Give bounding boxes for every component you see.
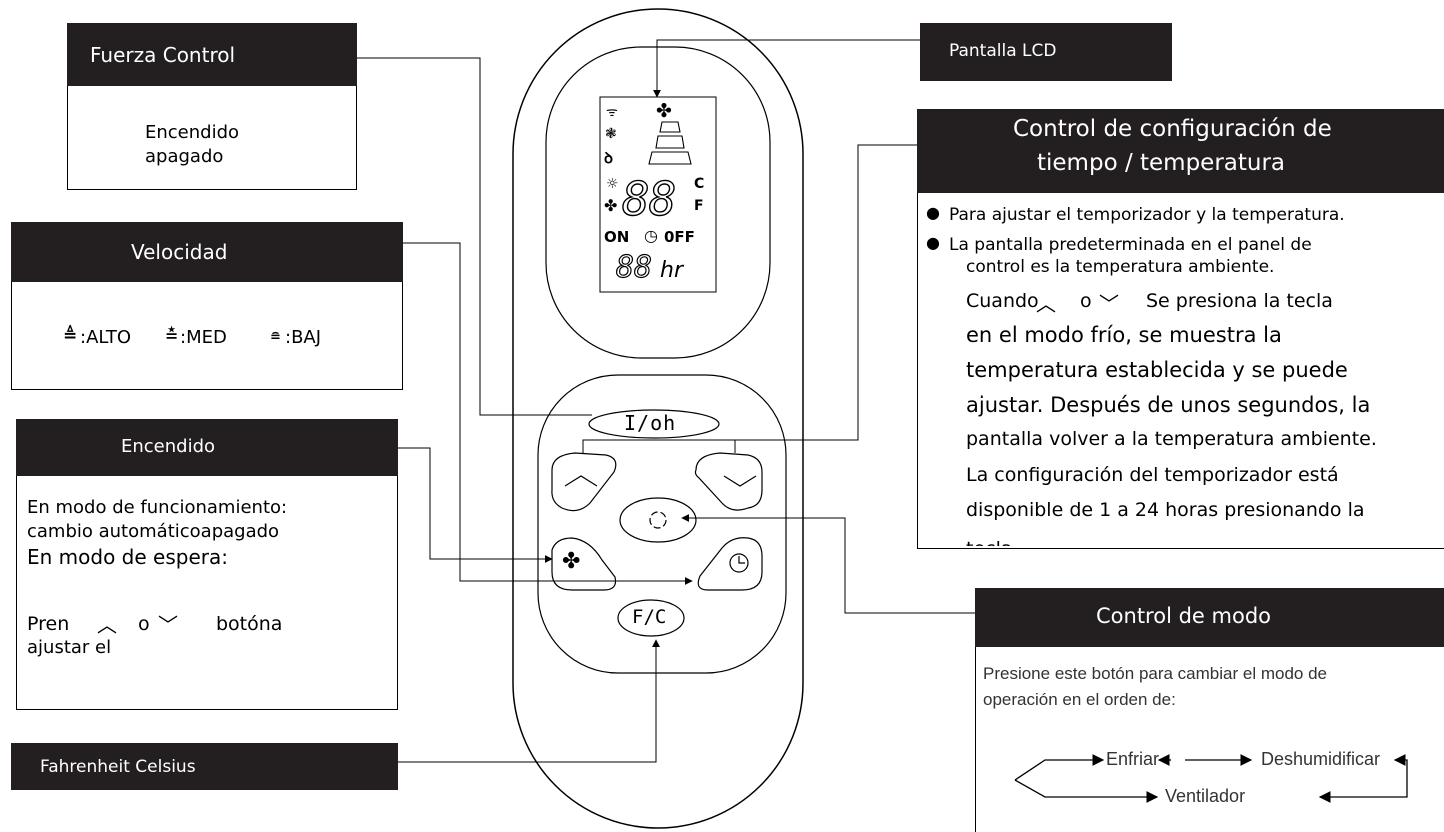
config-p3: temperatura establecida y se puede	[966, 358, 1348, 382]
lcd-hr: hr	[660, 258, 683, 283]
encendido-line2: cambio automáticoapagado	[27, 521, 280, 542]
power-button-outline	[588, 409, 720, 439]
encendido-title: Encendido	[121, 436, 216, 457]
modo-title: Control de modo	[1096, 604, 1271, 628]
lcd-clock-icon: ◷	[644, 226, 658, 245]
fuerza-line1: Encendido	[145, 122, 240, 143]
config-header	[917, 109, 1444, 193]
lcd-title: Pantalla LCD	[949, 41, 1057, 61]
encendido-line4b: o	[138, 613, 150, 635]
config-p5: pantalla volver a la temperatura ambient…	[966, 428, 1377, 450]
encendido-line4c: botóna	[216, 613, 283, 635]
lcd-fan-icon: ✤	[604, 196, 618, 215]
speed-med-icon: ≛	[165, 326, 179, 345]
speed-high-label: :ALTO	[80, 327, 132, 348]
line-fuerza	[357, 57, 592, 416]
line-fahrenheit	[398, 639, 660, 763]
speed-low-icon: ≘	[270, 330, 281, 345]
config-down-icon: ﹀	[1099, 292, 1119, 316]
lcd-dry-icon: ꝺ	[604, 149, 613, 167]
mode-deshumidificar: Deshumidificar	[1261, 749, 1381, 769]
encendido-up-icon: ︿	[97, 613, 117, 637]
up-button-outline	[551, 452, 617, 512]
config-p7: disponible de 1 a 24 horas presionando l…	[966, 499, 1365, 521]
power-button[interactable]: I/oh	[624, 411, 677, 435]
config-p1a: Cuando	[966, 290, 1039, 312]
fuerza-title: Fuerza Control	[90, 43, 236, 67]
timer-clock-icon	[729, 553, 749, 573]
encendido-line4a: Pren	[27, 613, 70, 635]
fan-icon: ✤	[562, 549, 581, 574]
speed-low-label: :BAJ	[285, 327, 322, 348]
fuerza-header	[67, 23, 357, 86]
config-p1c: Se presiona la tecla	[1146, 290, 1333, 312]
encendido-line1: En modo de funcionamiento:	[27, 497, 288, 518]
line-modo	[681, 514, 975, 614]
fan-button[interactable]: ✤	[562, 549, 580, 574]
down-arrow-icon	[723, 475, 757, 487]
velocidad-title: Velocidad	[131, 240, 228, 264]
lcd-sun-icon: ☼	[606, 176, 619, 192]
config-bullet2-1: La pantalla predeterminada en el panel d…	[949, 235, 1312, 255]
line-lcd	[653, 39, 920, 98]
up-arrow-icon	[564, 475, 598, 487]
encendido-down-icon: ﹀	[158, 613, 178, 637]
lcd-signal-icon: ᯤ	[606, 105, 618, 120]
lcd-header	[920, 23, 1172, 81]
lcd-heat-icon: ❃	[605, 126, 617, 142]
encendido-line3: En modo de espera:	[27, 545, 228, 569]
lcd-off: 0FF	[664, 228, 695, 246]
mode-cycle-arrows	[1014, 754, 1408, 803]
fuerza-line2: apagado	[145, 146, 224, 167]
lcd-on: ON	[604, 228, 630, 246]
mode-ventilador: Ventilador	[1165, 786, 1246, 806]
lcd-fan-top-icon: ✤	[656, 100, 672, 122]
speed-high-icon: ≜	[63, 326, 78, 346]
config-p2: en el modo frío, se muestra la	[966, 323, 1282, 347]
modo-line2: operación en el orden de:	[983, 690, 1176, 709]
config-p6: La configuración del temporizador está	[966, 464, 1339, 486]
down-button-outline	[694, 452, 763, 511]
velocidad-header	[11, 222, 403, 282]
fc-button-outline	[617, 599, 685, 637]
fan-button-outline	[551, 537, 617, 591]
speed-med-label: :MED	[180, 327, 227, 348]
config-bullet2-dot: ●	[926, 233, 940, 252]
modo-line1: Presione este botón para cambiar el modo…	[983, 664, 1327, 683]
encendido-line5: ajustar el	[27, 637, 112, 658]
fahrenheit-title: Fahrenheit Celsius	[40, 757, 196, 777]
lcd-celsius: C	[694, 176, 705, 192]
config-title-1: Control de configuración de	[1013, 116, 1332, 142]
config-bullet1: Para ajustar el temporizador y la temper…	[949, 205, 1345, 225]
lcd-temp-digits: 88	[621, 171, 677, 226]
modo-header	[975, 588, 1444, 647]
config-bullet1-dot: ●	[926, 203, 940, 222]
lcd-hr-digits: 88	[615, 249, 653, 285]
fc-button[interactable]: F/C	[632, 606, 667, 628]
config-p4: ajustar. Después de unos segundos, la	[966, 393, 1371, 417]
config-bullet2-2: control es la temperatura ambiente.	[966, 257, 1275, 277]
mode-button-outline	[619, 497, 697, 543]
config-up-icon: ︿	[1036, 292, 1056, 316]
line-velocidad	[403, 242, 693, 585]
config-p1b: o	[1080, 290, 1092, 312]
line-encendido	[398, 447, 553, 563]
lcd-speed-bars	[648, 121, 692, 165]
encendido-header	[16, 419, 398, 476]
lcd-fahrenheit: F	[694, 198, 704, 214]
line-config	[582, 144, 917, 453]
config-p8: tecla	[966, 534, 1013, 546]
mode-circle-icon	[649, 511, 667, 529]
config-title-2: tiempo / temperatura	[1037, 150, 1286, 176]
mode-enfriar: Enfriar	[1106, 749, 1160, 769]
fahrenheit-header	[11, 743, 398, 790]
lcd-display	[599, 96, 717, 293]
